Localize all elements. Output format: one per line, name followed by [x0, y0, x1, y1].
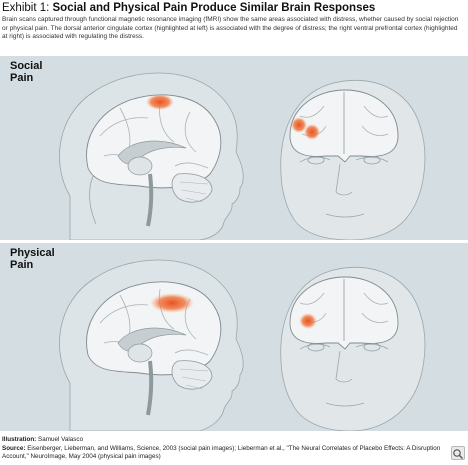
source-line: Source: Eisenberger, Lieberman, and Will…: [2, 445, 442, 462]
physical-prefrontal-highlight: [299, 313, 317, 329]
exhibit-label: Exhibit 1:: [2, 2, 53, 14]
social-pain-illustration: [59, 72, 426, 240]
source-text: Eisenberger, Lieberman, and Williams, Sc…: [2, 444, 441, 461]
social-pain-label: Social Pain: [10, 60, 42, 84]
physical-pain-label-line2: Pain: [10, 259, 34, 271]
zoom-button[interactable]: [451, 446, 465, 460]
magnifier-icon: [453, 449, 463, 459]
exhibit-header: Exhibit 1: Social and Physical Pain Prod…: [2, 1, 464, 42]
exhibit-title: Exhibit 1: Social and Physical Pain Prod…: [2, 1, 464, 15]
social-sagittal-brain: [86, 94, 222, 227]
illustration-credit-line: Illustration: Samuel Valasco: [2, 436, 442, 445]
source-label: Source:: [2, 444, 26, 452]
physical-pain-label-line1: Physical: [10, 247, 55, 259]
exhibit-caption: Brain scans captured through functional …: [2, 16, 459, 40]
physical-coronal-brain: [289, 276, 399, 350]
physical-pain-label: Physical Pain: [10, 247, 55, 271]
illustration-credit: Samuel Valasco: [36, 436, 84, 443]
social-cingulate-highlight: [146, 94, 174, 110]
social-pain-label-line1: Social: [10, 60, 43, 72]
social-pain-label-line2: Pain: [10, 72, 34, 84]
physical-cingulate-highlight: [150, 293, 194, 313]
illustration-label: Illustration:: [2, 436, 37, 443]
physical-pain-illustration: [59, 259, 426, 431]
panel-divider: [0, 240, 468, 243]
exhibit-title-text: Social and Physical Pain Produce Similar…: [52, 2, 376, 14]
exhibit-footer: Illustration: Samuel Valasco Source: Eis…: [2, 436, 442, 462]
social-coronal-brain: [289, 89, 399, 163]
social-prefrontal-highlight-2: [304, 124, 320, 140]
social-prefrontal-highlight-1: [291, 117, 307, 133]
